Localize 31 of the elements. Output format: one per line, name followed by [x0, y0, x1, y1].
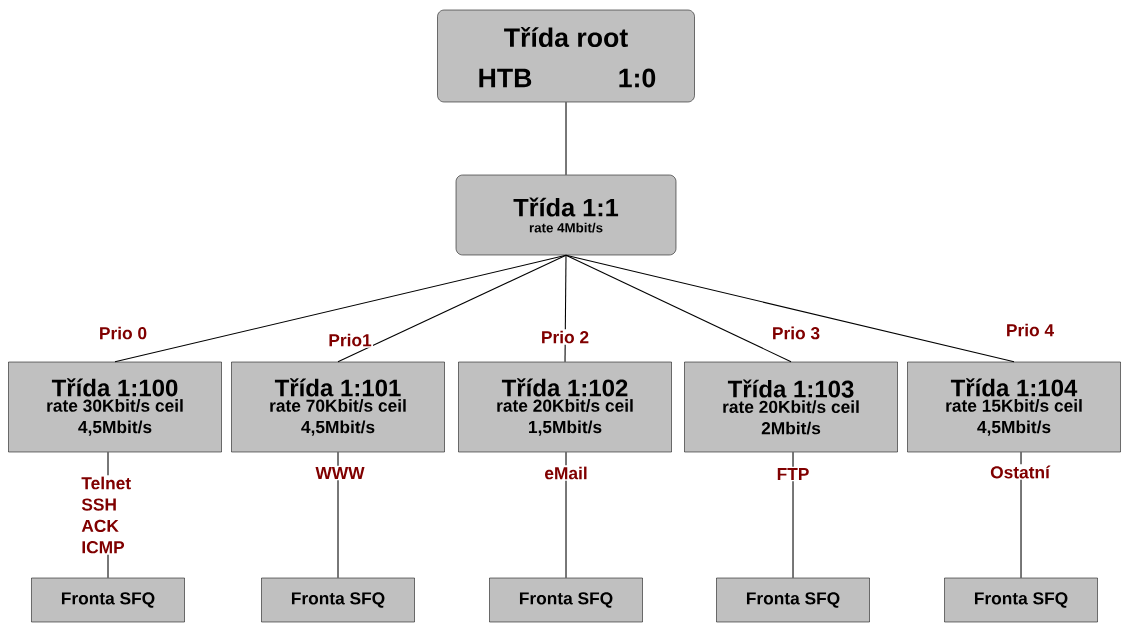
class-box: Třída root HTB 1:0: [437, 9, 695, 103]
connector-line: [565, 254, 792, 363]
connector-line: [1020, 451, 1022, 579]
class-box: Třída 1:103 rate 20Kbit/s ceil 2Mbit/s: [684, 361, 898, 453]
edge-label: Prio 2: [539, 329, 591, 345]
connector-line: [565, 451, 567, 579]
edge-label: Prio1: [327, 332, 373, 348]
connector-line: [565, 254, 1015, 363]
queue-box: Fronta SFQ: [489, 577, 643, 623]
connector-line: [337, 254, 567, 363]
connector-line: [792, 451, 794, 579]
edge-label: Prio 3: [770, 325, 822, 341]
edge-label: FTP: [775, 466, 811, 482]
class-box: Třída 1:100 rate 30Kbit/s ceil 4,5Mbit/s: [8, 361, 222, 453]
queue-box: Fronta SFQ: [31, 577, 185, 623]
class-box: Třída 1:104 rate 15Kbit/s ceil 4,5Mbit/s: [907, 361, 1121, 453]
connector-line: [337, 451, 339, 579]
edge-label: WWW: [314, 465, 366, 481]
edge-label: Prio 0: [97, 325, 149, 341]
class-box: Třída 1:102 rate 20Kbit/s ceil 1,5Mbit/s: [458, 361, 672, 453]
connector-line: [114, 254, 567, 363]
edge-label: Telnet SSH ACK ICMP: [80, 475, 136, 555]
queue-box: Fronta SFQ: [716, 577, 870, 623]
queue-box: Fronta SFQ: [944, 577, 1098, 623]
queue-box: Fronta SFQ: [261, 577, 415, 623]
edge-label: eMail: [543, 465, 589, 481]
edge-label: Prio 4: [1004, 322, 1056, 338]
class-box: Třída 1:101 rate 70Kbit/s ceil 4,5Mbit/s: [231, 361, 445, 453]
class-box: Třída 1:1 rate 4Mbit/s: [455, 174, 677, 256]
edge-label: Ostatní: [988, 464, 1052, 480]
connector-line: [565, 101, 567, 176]
